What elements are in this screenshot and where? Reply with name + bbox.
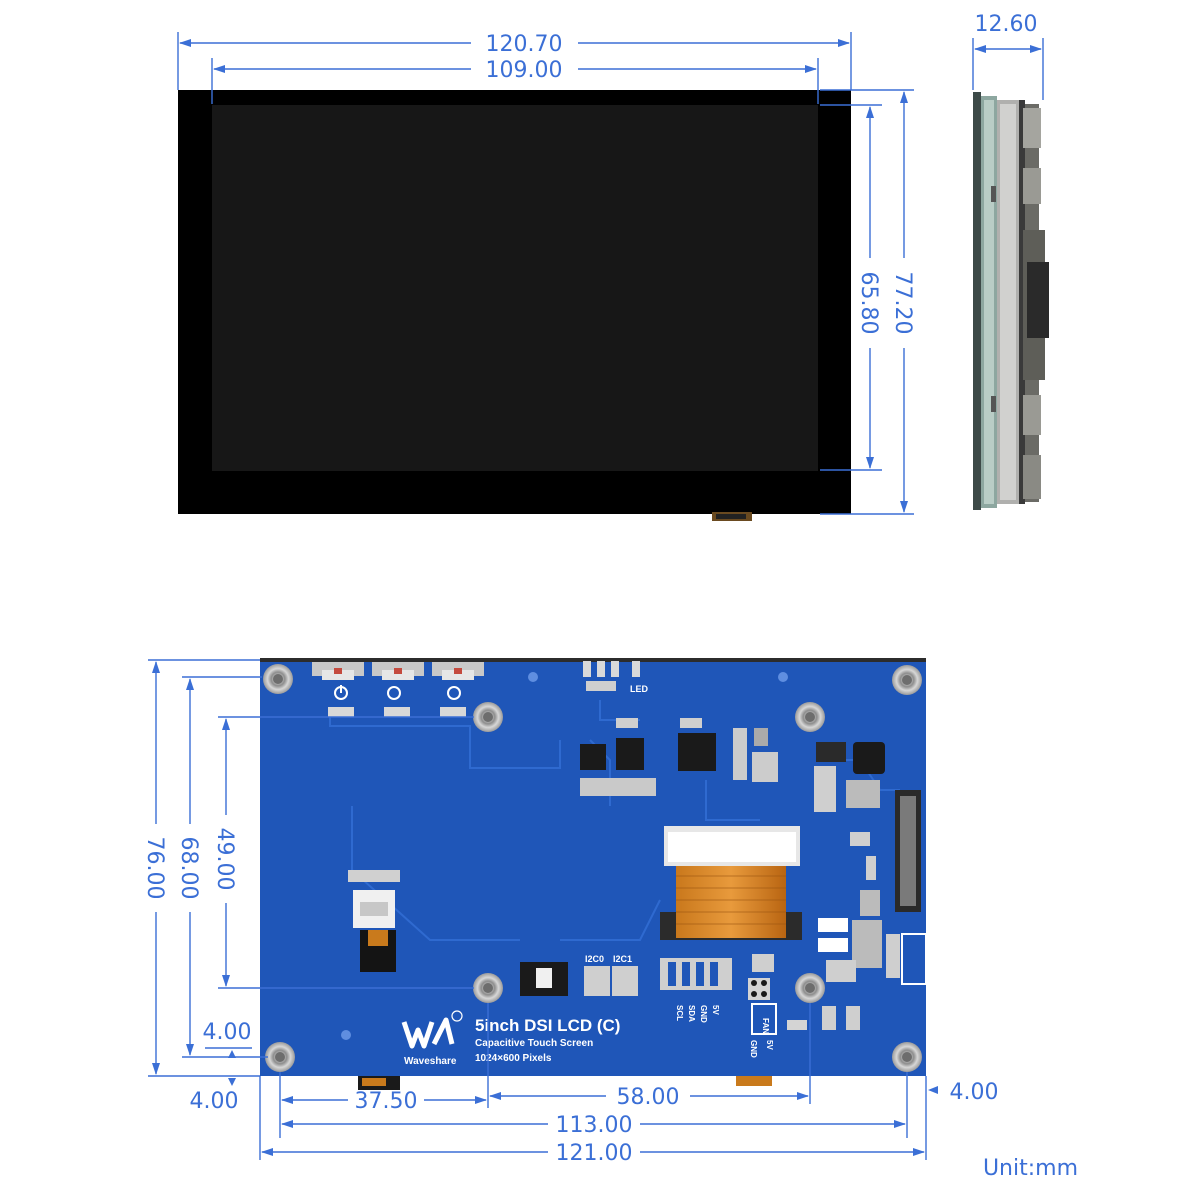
fan-gnd-label: GND xyxy=(749,1040,758,1058)
front-width-active: 109.00 xyxy=(486,58,563,83)
ic-chip xyxy=(678,733,716,771)
inductor xyxy=(853,742,885,774)
front-height-active: 65.80 xyxy=(856,272,881,335)
pin-5v-label: 5V xyxy=(711,1005,720,1015)
fan-label: FAN xyxy=(761,1018,770,1034)
back-height-holes-outer: 68.00 xyxy=(176,837,201,900)
back-offset-bottom-left: 4.00 xyxy=(190,1089,239,1114)
fan-5v-label: 5V xyxy=(765,1040,774,1050)
back-height-total: 76.00 xyxy=(142,837,167,900)
back-width-total: 121.00 xyxy=(556,1141,633,1166)
mounting-holes xyxy=(263,664,922,1072)
pin-gnd-label: GND xyxy=(699,1005,708,1023)
front-width-total: 120.70 xyxy=(486,32,563,57)
back-distance-a: 37.50 xyxy=(355,1089,418,1114)
unit-label: Unit:mm xyxy=(983,1156,1078,1181)
side-thickness: 12.60 xyxy=(975,12,1038,37)
product-resolution: 1024×600 Pixels xyxy=(475,1053,552,1064)
brand-name: Waveshare xyxy=(404,1056,457,1067)
brightness-up-icon xyxy=(447,686,461,700)
back-view: LED xyxy=(142,658,998,1166)
top-buttons xyxy=(312,662,484,717)
front-view: 120.70 109.00 65.80 77.20 xyxy=(177,32,915,521)
back-height-holes-inner: 49.00 xyxy=(212,828,237,891)
back-distance-b: 58.00 xyxy=(617,1085,680,1110)
led-label: LED xyxy=(630,684,649,694)
pin-scl-label: SCL xyxy=(675,1005,684,1021)
i2c1-label: I2C1 xyxy=(613,954,632,964)
flex-cable xyxy=(676,866,786,938)
brightness-down-icon xyxy=(387,686,401,700)
back-holes-span: 113.00 xyxy=(556,1113,633,1138)
led-area: LED xyxy=(583,661,649,694)
side-view: 12.60 xyxy=(972,12,1049,510)
front-height-total: 77.20 xyxy=(890,272,915,335)
ic-chip xyxy=(616,738,644,770)
back-offset-right: 4.00 xyxy=(950,1080,999,1105)
i2c0-label: I2C0 xyxy=(585,954,604,964)
pin-sda-label: SDA xyxy=(687,1005,696,1022)
waveshare-logo xyxy=(401,1010,463,1049)
product-subtitle: Capacitive Touch Screen xyxy=(475,1038,593,1049)
ic-chip xyxy=(580,744,606,770)
product-name: 5inch DSI LCD (C) xyxy=(475,1016,620,1035)
screen-active-area xyxy=(212,105,818,471)
back-offset-left: 4.00 xyxy=(203,1020,252,1045)
